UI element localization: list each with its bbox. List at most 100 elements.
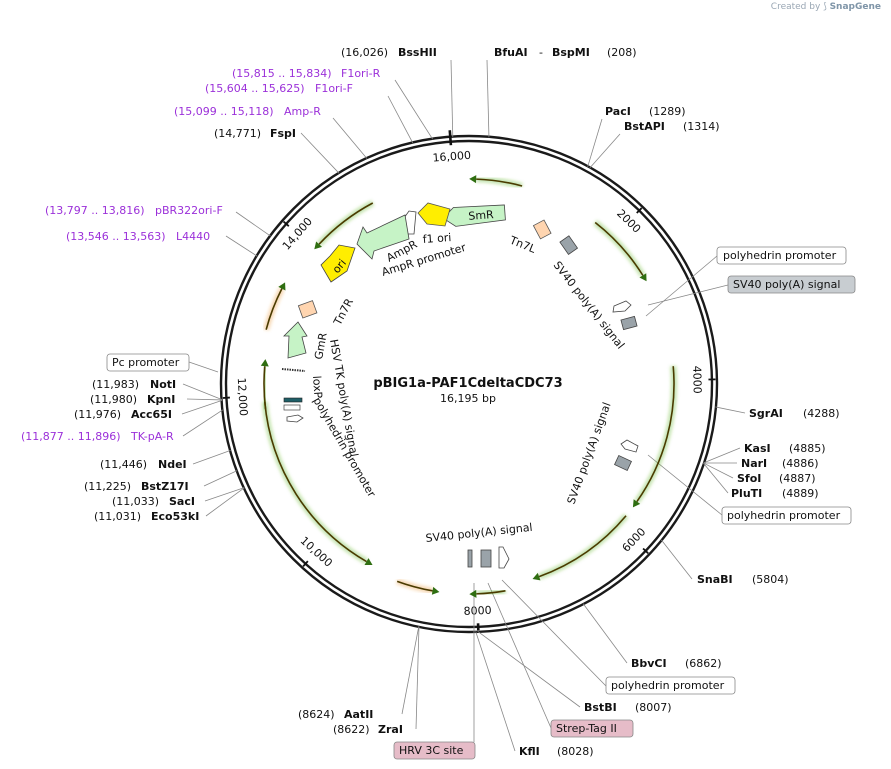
tick-label: 10,000 bbox=[298, 534, 335, 570]
bsshii-name[interactable]: BssHII bbox=[398, 46, 437, 59]
tick-mark bbox=[302, 560, 309, 567]
polh-box-3[interactable]: polyhedrin promoter bbox=[605, 676, 736, 695]
loxp-box[interactable] bbox=[283, 404, 301, 411]
tn7l-label: Tn7L bbox=[507, 233, 538, 256]
loxp-label: loxP bbox=[310, 375, 325, 399]
bstz17i-name[interactable]: BstZ17I bbox=[141, 480, 189, 493]
bbvci-name[interactable]: BbvCI bbox=[631, 657, 667, 670]
primer-tkpa-name[interactable]: TK-pA-R bbox=[130, 430, 174, 443]
snabi-name[interactable]: SnaBI bbox=[697, 573, 733, 586]
leader-lines bbox=[181, 59, 746, 752]
pc-promoter-label: Pc promoter bbox=[112, 356, 180, 369]
saci-pos: (11,033) bbox=[112, 495, 159, 508]
ampr-arrow[interactable] bbox=[356, 214, 410, 260]
bbvci-pos: (6862) bbox=[685, 657, 722, 670]
leader-line bbox=[235, 211, 271, 237]
pc-promoter-box[interactable]: Pc promoter bbox=[106, 353, 190, 372]
orf-arc[interactable] bbox=[476, 178, 523, 187]
tn7l-box[interactable] bbox=[532, 219, 552, 240]
leader-line bbox=[703, 462, 734, 479]
polh-arrow-b[interactable] bbox=[620, 439, 639, 453]
ndei-pos: (11,446) bbox=[100, 458, 147, 471]
strep-tag-box[interactable]: Strep-Tag II bbox=[550, 719, 634, 738]
kfli-name[interactable]: KflI bbox=[519, 745, 540, 758]
orf-arc[interactable] bbox=[318, 202, 374, 245]
zrai-pos: (8622) bbox=[333, 723, 370, 736]
nari-name[interactable]: NarI bbox=[741, 457, 767, 470]
eco53ki-name[interactable]: Eco53kI bbox=[151, 510, 199, 523]
orf-arc[interactable] bbox=[396, 580, 433, 592]
hrv3c-box[interactable]: HRV 3C site bbox=[393, 741, 476, 760]
kasi-pos: (4885) bbox=[789, 442, 826, 455]
primer-pbr322-name[interactable]: pBR322ori-F bbox=[155, 204, 223, 217]
bstbi-name[interactable]: BstBI bbox=[584, 701, 617, 714]
zrai-name[interactable]: ZraI bbox=[378, 723, 403, 736]
sgrai-name[interactable]: SgrAI bbox=[749, 407, 783, 420]
leader-line bbox=[587, 118, 603, 167]
orf-arc[interactable] bbox=[263, 401, 367, 563]
sv40-label-c: SV40 poly(A) signal bbox=[425, 521, 533, 545]
orf-arc[interactable] bbox=[636, 366, 675, 503]
tn7r-box[interactable] bbox=[297, 300, 318, 319]
primer-f1ori-r-name[interactable]: F1ori-R bbox=[341, 67, 381, 80]
orf-arc[interactable] bbox=[265, 288, 283, 330]
primer-f1ori-f-name[interactable]: F1ori-F bbox=[315, 82, 353, 95]
polh-arrow-d[interactable] bbox=[286, 414, 304, 423]
saci-name[interactable]: SacI bbox=[169, 495, 195, 508]
watermark-prefix: Created by bbox=[770, 2, 821, 12]
leader-line bbox=[582, 603, 628, 664]
aatii-name[interactable]: AatII bbox=[344, 708, 373, 721]
bfuai-name[interactable]: BfuAI bbox=[494, 46, 528, 59]
paci-name[interactable]: PacI bbox=[605, 105, 631, 118]
kpni-name[interactable]: KpnI bbox=[147, 393, 175, 406]
orf-arrowhead bbox=[260, 359, 269, 367]
leader-line bbox=[703, 463, 729, 494]
orf-arc[interactable] bbox=[594, 221, 644, 276]
plasmid-name: pBIG1a-PAF1CdeltaCDC73 bbox=[373, 376, 562, 391]
tick-mark bbox=[636, 207, 643, 214]
sv40-box-label-text: SV40 poly(A) signal bbox=[733, 278, 840, 291]
leader-line bbox=[186, 398, 223, 401]
kasi-name[interactable]: KasI bbox=[744, 442, 771, 455]
sv40-box-b[interactable] bbox=[620, 315, 638, 331]
bstapi-name[interactable]: BstAPI bbox=[624, 120, 665, 133]
bfuai-dash: - bbox=[539, 46, 543, 59]
polh-box-3-label: polyhedrin promoter bbox=[611, 679, 725, 692]
smr-feature[interactable]: SmR bbox=[442, 204, 506, 227]
aatii-pos: (8624) bbox=[298, 708, 335, 721]
pc-promoter-glyph[interactable] bbox=[281, 368, 306, 372]
sv40-box-e[interactable] bbox=[480, 549, 492, 568]
sv40-box-label[interactable]: SV40 poly(A) signal bbox=[727, 275, 856, 294]
sv40-box-c[interactable] bbox=[614, 454, 632, 472]
ndei-name[interactable]: NdeI bbox=[158, 458, 187, 471]
noti-name[interactable]: NotI bbox=[150, 378, 176, 391]
bstapi-pos: (1314) bbox=[683, 120, 720, 133]
sv40-box-a[interactable] bbox=[559, 235, 579, 255]
bspmi-name[interactable]: BspMI bbox=[552, 46, 590, 59]
hsv-tk-box[interactable] bbox=[283, 397, 303, 403]
sv40-box-d[interactable] bbox=[467, 549, 473, 568]
primer-l4440-name[interactable]: L4440 bbox=[176, 230, 210, 243]
leader-line bbox=[203, 470, 238, 487]
polh-arrow-c[interactable] bbox=[498, 546, 510, 569]
acc65i-name[interactable]: Acc65I bbox=[131, 408, 172, 421]
gmr-arrow[interactable] bbox=[283, 321, 308, 359]
bsshii-pos: (16,026) bbox=[341, 46, 388, 59]
polh-box-2[interactable]: polyhedrin promoter bbox=[721, 506, 852, 525]
leader-line bbox=[703, 447, 741, 464]
sfoi-name[interactable]: SfoI bbox=[737, 472, 761, 485]
paci-pos: (1289) bbox=[649, 105, 686, 118]
pluti-name[interactable]: PluTI bbox=[731, 487, 762, 500]
tick-mark bbox=[282, 220, 290, 227]
fspi-name[interactable]: FspI bbox=[270, 127, 296, 140]
primer-ampr-name[interactable]: Amp-R bbox=[284, 105, 321, 118]
orf-arcs bbox=[260, 175, 677, 598]
backbone-inner bbox=[224, 139, 714, 629]
orf-arc[interactable] bbox=[538, 515, 627, 578]
orf-arc[interactable] bbox=[476, 590, 506, 595]
f1-ori-arrow[interactable] bbox=[417, 202, 451, 227]
ori-feature[interactable]: ori bbox=[320, 244, 356, 283]
polh-arrow-a[interactable] bbox=[612, 300, 632, 313]
polh-box-1[interactable]: polyhedrin promoter bbox=[716, 246, 847, 265]
